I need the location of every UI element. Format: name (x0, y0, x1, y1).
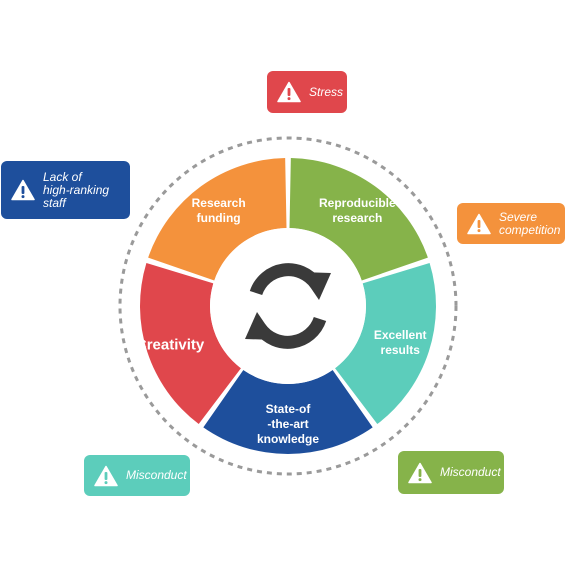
refresh-cycle-icon (245, 263, 331, 349)
warning-icon (11, 179, 35, 201)
segment-research-funding (148, 158, 287, 281)
segment-reproducible-research (289, 158, 428, 281)
segment-excellent-results (335, 262, 436, 425)
warning-text-misconduct-right: Misconduct (440, 465, 501, 479)
warning-badge-misconduct-left: Misconduct (84, 455, 190, 496)
warning-badge-stress: Stress (267, 71, 347, 113)
warning-text-stress: Stress (309, 84, 344, 99)
segment-label-creativity: Creativity (136, 337, 205, 354)
warning-badge-misconduct-right: Misconduct (398, 451, 504, 494)
dashed-outer-ring (118, 136, 458, 476)
warning-badge-severe-competition: Severe competition (457, 203, 565, 244)
warning-badge-lack-of-staff: Lack of high-ranking staff (1, 161, 130, 219)
warning-icon (467, 213, 491, 234)
warning-icon (94, 465, 118, 486)
warning-icon (408, 462, 432, 483)
segment-state-of-the-art (203, 369, 373, 454)
warning-text-misconduct-left: Misconduct (126, 468, 187, 482)
warning-text-severe-competition: Severe competition (499, 209, 561, 237)
center-disc (210, 228, 366, 384)
warning-icon (277, 81, 301, 103)
segment-creativity (139, 262, 241, 425)
warning-text-lack-of-staff: Lack of high-ranking staff (43, 169, 110, 210)
